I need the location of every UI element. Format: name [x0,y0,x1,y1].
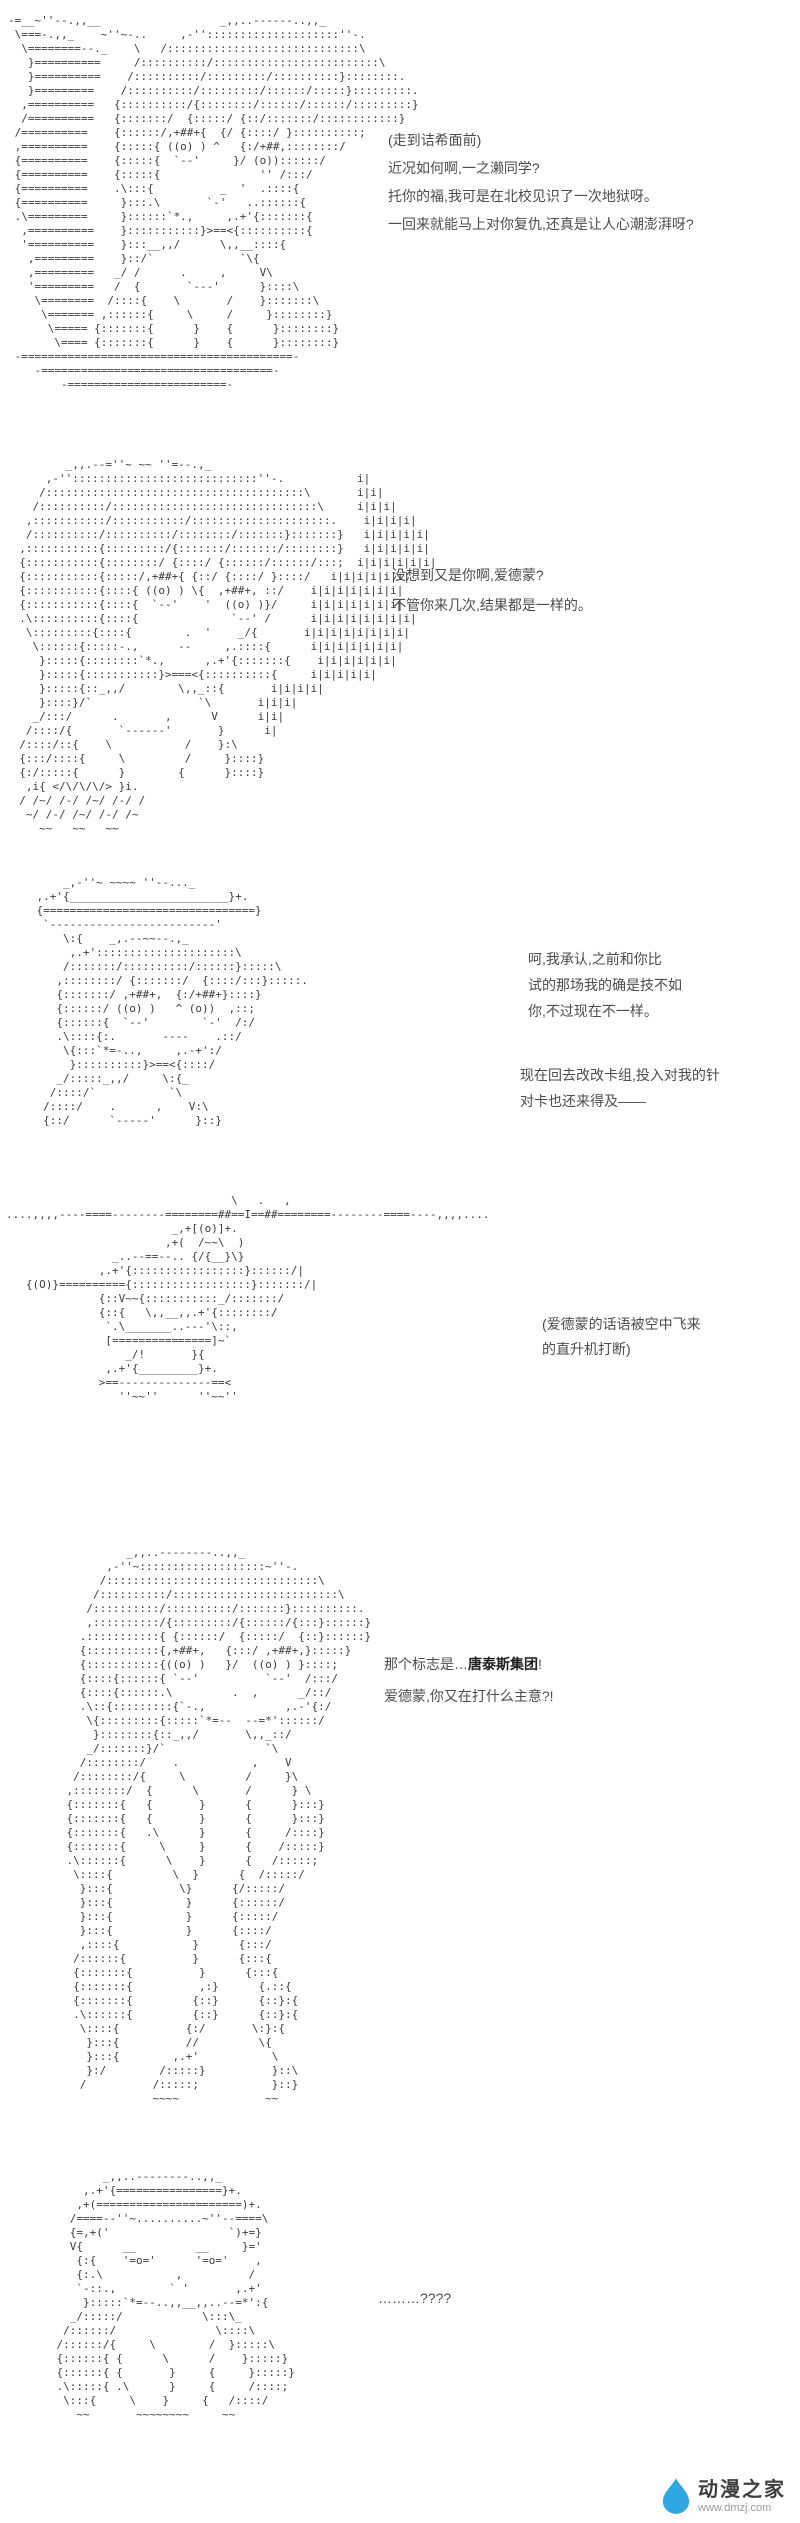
dmzj-logo-icon [662,2478,690,2514]
ascii-art-panel-2: _,,.--=''~ ~~ ''=--.,_ ,-'':::::::::::::… [19,458,437,835]
dialogue-line: 爱德蒙,你又在打什么主意?! [384,1688,554,1704]
dialogue-line: 试的那场我的确是技不如 [528,977,682,993]
dialogue-line: 一回来就能马上对你复仇,还真是让人心潮澎湃呀? [388,216,694,232]
dialogue-segment: ! [538,1656,542,1672]
ascii-art-panel-4-helicopter: \ . , ....,,,,----====--------========##… [6,1194,490,1403]
dialogue-line: 的直升机打断) [542,1341,631,1357]
site-watermark: 动漫之家 www.dmzj.com [661,2477,786,2515]
dialogue-line: 不管你来几次,结果都是一样的。 [392,597,592,613]
dialogue-line: 你,不过现在不一样。 [528,1003,658,1019]
dialogue-line: (爱德蒙的话语被空中飞来 [542,1316,701,1332]
dialogue-emphasis: 唐泰斯集团 [468,1656,538,1672]
dialogue-panel-3-second: 现在回去改改卡组,投入对我的针 对卡也还来得及—— [520,1062,720,1114]
ascii-art-panel-3: _,-''~ ~~~~ ''--..._ ,.+'{______________… [36,876,309,1127]
dialogue-line: 呵,我承认,之前和你比 [528,951,662,967]
dialogue-line: 现在回去改改卡组,投入对我的针 [520,1067,720,1083]
dialogue-panel-1: (走到诘希面前) 近况如何啊,一之濑同学? 托你的福,我可是在北校见识了一次地狱… [388,126,694,238]
dialogue-line: 那个标志是…唐泰斯集团! [384,1648,554,1680]
ascii-art-panel-1: -=__~''--.,,__ _,,..------..,,_ \===-.,,… [8,14,419,391]
ascii-art-panel-5: _,,..--------..,,_ ,-''~::::::::::::::::… [66,1546,372,2105]
dialogue-line: 近况如何啊,一之濑同学? [388,160,540,176]
dialogue-line: ………???? [378,2290,452,2306]
watermark-text: 动漫之家 www.dmzj.com [698,2479,786,2514]
dialogue-panel-6: ………???? [378,2286,451,2310]
ascii-art-panel-6: _,,..--------..,,_ ,.+'{================… [56,2170,295,2421]
dialogue-panel-4: (爱德蒙的话语被空中飞来 的直升机打断) [542,1312,701,1362]
dialogue-panel-3-first: 呵,我承认,之前和你比 试的那场我的确是技不如 你,不过现在不一样。 [528,946,682,1024]
dialogue-segment: 那个标志是… [384,1656,468,1672]
dialogue-line: 对卡也还来得及—— [520,1093,646,1109]
dialogue-panel-2: 没想到又是你啊,爱德蒙? 不管你来几次,结果都是一样的。 [392,560,592,620]
dialogue-line: 托你的福,我可是在北校见识了一次地狱呀。 [388,188,658,204]
dialogue-line: (走到诘希面前) [388,132,482,148]
dialogue-line: 没想到又是你啊,爱德蒙? [392,567,544,583]
watermark-site-url: www.dmzj.com [698,2501,772,2514]
dialogue-panel-5: 那个标志是…唐泰斯集团! 爱德蒙,你又在打什么主意?! [384,1648,554,1712]
watermark-site-name: 动漫之家 [698,2478,786,2501]
